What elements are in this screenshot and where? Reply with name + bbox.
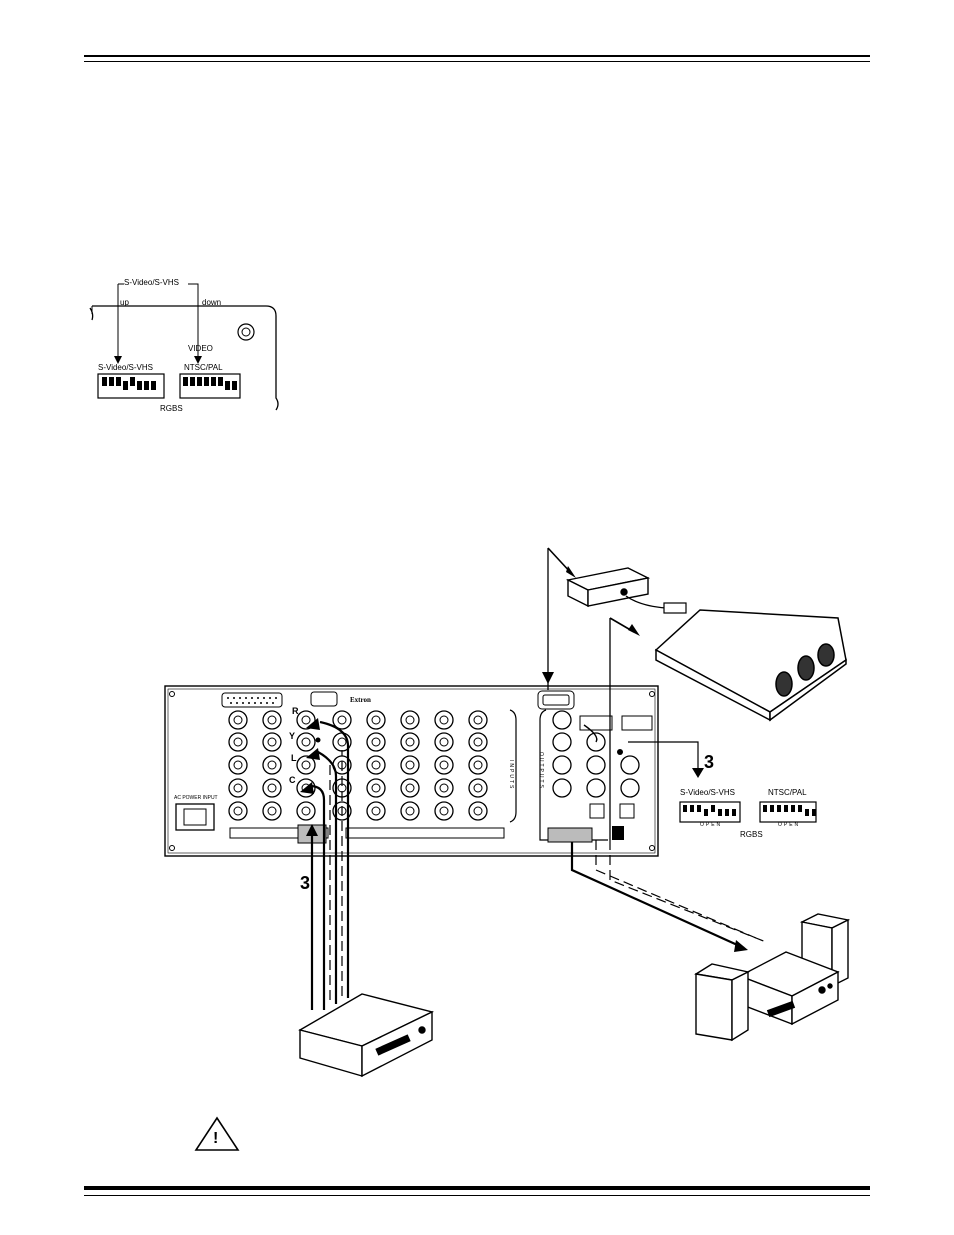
rgb-interface-box <box>565 567 651 608</box>
step-number: 3 <box>300 873 311 893</box>
header-rule <box>84 55 870 62</box>
audio-system <box>694 913 851 1042</box>
inset-down-label: down <box>202 298 222 307</box>
arrow-up-icon <box>306 824 318 836</box>
vcr-cables <box>309 720 350 1010</box>
warning-icon <box>194 1116 240 1151</box>
inset-up-label: up <box>120 298 129 307</box>
inset-left-switch-label: S-Video/S-VHS <box>98 363 153 372</box>
power-inlet-icon <box>175 803 215 831</box>
projector-device <box>654 609 847 722</box>
switch-inset-drawing <box>89 283 279 411</box>
callout-open-label: OPEN <box>778 822 801 828</box>
switch-inset: S-Video/S-VHS up down VIDEO S-Video/S-VH… <box>80 270 300 430</box>
callout-left-label: S-Video/S-VHS <box>680 788 735 797</box>
panel-outputs-label: OUTPUTS <box>538 752 544 790</box>
connector-l-label: L <box>291 753 297 763</box>
warning-glyph: ! <box>213 1130 219 1147</box>
arrow-down-icon <box>542 672 554 684</box>
arrow-right-icon <box>734 940 748 952</box>
inset-video-label: VIDEO <box>188 344 213 353</box>
arrow-right-icon <box>628 624 640 636</box>
arrow-left-icon <box>306 718 320 730</box>
arrow-down-icon <box>692 768 704 778</box>
inset-top-label: S-Video/S-VHS <box>124 278 179 287</box>
connector-y-label: Y <box>289 731 296 741</box>
footer-rule <box>84 1186 870 1196</box>
arrow-right-icon <box>566 566 576 578</box>
screw-icon <box>237 323 255 341</box>
connector-r-label: R <box>292 706 299 716</box>
panel-power-label: AC POWER INPUT <box>174 795 218 801</box>
panel-inputs-label: INPUTS <box>508 760 514 791</box>
vcr-device <box>298 993 435 1078</box>
arrow-down-icon <box>114 356 122 364</box>
callout-open-label: OPEN <box>700 822 723 828</box>
arrow-down-icon <box>194 356 202 364</box>
inset-right-switch-label: NTSC/PAL <box>184 363 223 372</box>
connector-c-label: C <box>289 775 296 785</box>
inset-rgbs-label: RGBS <box>160 404 183 413</box>
callout-right-label: NTSC/PAL <box>768 788 807 797</box>
rear-panel <box>164 685 659 857</box>
arrow-left-icon <box>306 748 320 760</box>
panel-brand-label: Extron <box>350 696 371 704</box>
arrow-left-icon <box>300 782 314 794</box>
step-number: 3 <box>704 752 715 772</box>
callout-rgbs-label: RGBS <box>740 830 763 839</box>
